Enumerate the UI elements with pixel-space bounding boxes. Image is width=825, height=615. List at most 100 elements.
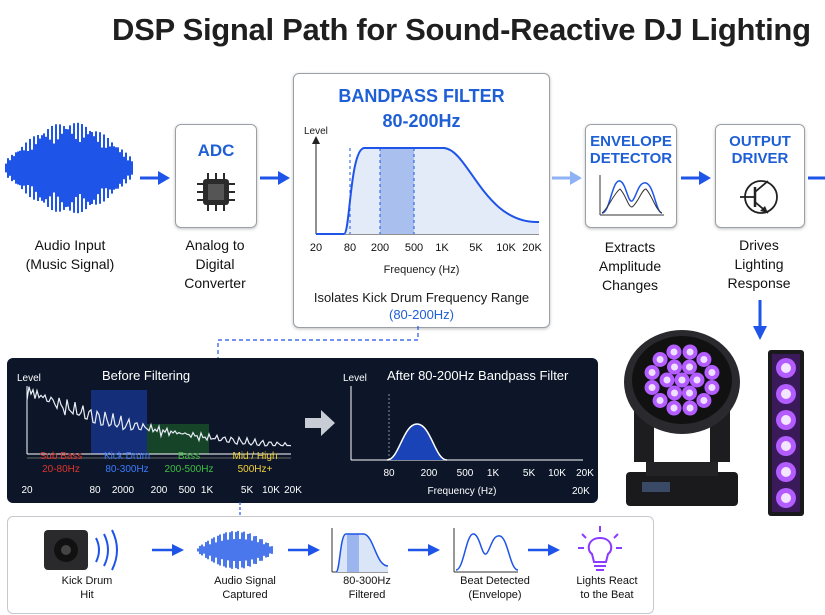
led-lens-center bbox=[693, 376, 701, 384]
dashed-connector bbox=[239, 502, 241, 516]
after-xlabel: Frequency (Hz) bbox=[427, 486, 497, 497]
arrow-down-icon bbox=[753, 300, 767, 340]
led-lens-center bbox=[781, 467, 791, 477]
band-range: 80-300Hz bbox=[105, 464, 149, 475]
adc-label-line3: Converter bbox=[184, 275, 246, 291]
adc-label-line2: Digital bbox=[195, 256, 235, 272]
filter-curve-icon bbox=[331, 528, 389, 573]
tick-label: 20K bbox=[522, 242, 542, 254]
adc-title: ADC bbox=[197, 141, 235, 160]
bottom-step-line1: Audio Signal bbox=[214, 575, 276, 587]
tick-label: 200 bbox=[370, 242, 390, 254]
tick-label: 500 bbox=[456, 468, 474, 479]
output-title-line1: OUTPUT bbox=[729, 133, 791, 150]
before-spectrum bbox=[26, 386, 292, 459]
led-lens-center bbox=[670, 404, 678, 412]
tick-label: 5K bbox=[240, 485, 254, 496]
band-range: 20-80Hz bbox=[42, 464, 80, 475]
moving-head-light-icon bbox=[624, 330, 740, 506]
arrow-right-icon bbox=[305, 410, 335, 436]
envelope-icon bbox=[453, 528, 519, 573]
tick-label: 5K bbox=[522, 468, 536, 479]
tick-label: 80 bbox=[343, 242, 357, 254]
bandpass-title: BANDPASS FILTER bbox=[338, 86, 505, 106]
band-name: Mid / High bbox=[232, 451, 278, 462]
band-label: Sub Bass 20-80Hz bbox=[27, 450, 95, 476]
before-title: Before Filtering bbox=[102, 368, 191, 383]
bottom-step-label: Beat Detected (Envelope) bbox=[445, 574, 545, 602]
envelope-icon bbox=[599, 175, 664, 216]
tick-label: 1K bbox=[486, 468, 500, 479]
band-name: Kick Drum bbox=[103, 451, 151, 462]
tick-label: 20K bbox=[576, 468, 594, 479]
bottom-step-line2: (Envelope) bbox=[468, 589, 522, 601]
tick-label: 80 bbox=[89, 485, 101, 496]
envelope-detector-box: ENVELOPE DETECTOR bbox=[585, 124, 677, 228]
bottom-step-line1: Kick Drum bbox=[61, 575, 113, 587]
output-label: Drives Lighting Response bbox=[709, 236, 809, 293]
led-lens-center bbox=[781, 363, 791, 373]
tick-label: 500 bbox=[178, 485, 196, 496]
adc-label-line1: Analog to bbox=[185, 237, 245, 253]
envelope-label-line2: Amplitude bbox=[598, 258, 662, 274]
band-name: Sub Bass bbox=[39, 451, 83, 462]
tick-label: 200 bbox=[420, 468, 438, 479]
tick-label: 5K bbox=[469, 242, 483, 254]
adc-box: ADC bbox=[175, 124, 257, 228]
after-title: After 80-200Hz Bandpass Filter bbox=[387, 368, 569, 383]
tick-label: 10K bbox=[262, 485, 280, 496]
bottom-step-line2: Captured bbox=[222, 589, 268, 601]
audio-input-label-line2: (Music Signal) bbox=[25, 256, 115, 272]
led-lens-center bbox=[781, 389, 791, 399]
bandpass-caption-range: (80-200Hz) bbox=[388, 307, 455, 322]
led-lens-center bbox=[671, 389, 678, 397]
led-lens-center bbox=[700, 397, 708, 405]
led-lens-center bbox=[700, 355, 708, 363]
bandpass-range: 80-200Hz bbox=[382, 111, 461, 131]
lightbulb-icon bbox=[578, 526, 622, 571]
arrow-right-icon bbox=[140, 171, 170, 185]
led-lens-center bbox=[781, 441, 791, 451]
band-range: 200-500Hz bbox=[164, 464, 214, 475]
arrow-right-icon bbox=[808, 176, 825, 180]
tick-label: 200 bbox=[150, 485, 168, 496]
led-lens-center bbox=[648, 384, 656, 392]
bottom-step-line1: Beat Detected bbox=[460, 575, 530, 587]
arrow-right-icon bbox=[528, 544, 560, 556]
page-title: DSP Signal Path for Sound-Reactive DJ Li… bbox=[112, 12, 811, 47]
dashed-connector bbox=[217, 326, 419, 358]
bandpass-caption: Isolates Kick Drum Frequency Range bbox=[313, 290, 530, 305]
arrow-right-icon bbox=[681, 171, 711, 185]
led-bar-light-icon bbox=[768, 350, 804, 516]
tick-label: 20K bbox=[284, 485, 302, 496]
envelope-label-line1: Extracts bbox=[604, 239, 656, 255]
audio-input-label: Audio Input (Music Signal) bbox=[10, 236, 130, 274]
envelope-label: Extracts Amplitude Changes bbox=[580, 238, 680, 295]
output-label-line2: Lighting bbox=[734, 256, 784, 272]
envelope-title-line1: ENVELOPE bbox=[590, 133, 672, 150]
arrow-right-icon bbox=[552, 171, 582, 185]
waveform-icon bbox=[197, 530, 273, 570]
tick-label: 1K bbox=[200, 485, 214, 496]
envelope-label-line3: Changes bbox=[601, 277, 659, 293]
led-lens-center bbox=[670, 348, 678, 356]
output-label-line3: Response bbox=[727, 275, 791, 291]
envelope-title-line2: DETECTOR bbox=[589, 150, 673, 167]
band-label: Kick Drum 80-300Hz bbox=[93, 450, 161, 476]
speaker-icon bbox=[44, 529, 118, 571]
led-lens-center bbox=[671, 363, 678, 371]
tick-label: 20 bbox=[309, 242, 323, 254]
tick-label: 10K bbox=[548, 468, 566, 479]
adc-label: Analog to Digital Converter bbox=[165, 236, 265, 293]
